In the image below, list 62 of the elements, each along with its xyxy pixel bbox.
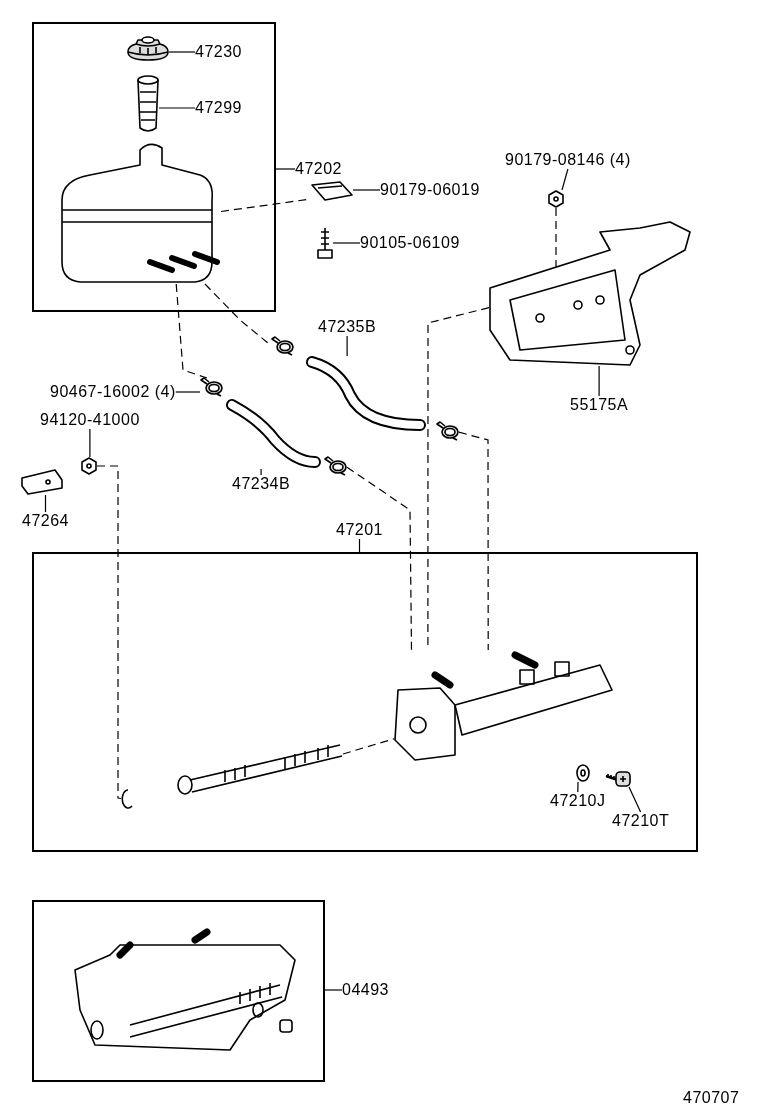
washer-drawing bbox=[576, 764, 590, 782]
leader-line bbox=[598, 365, 600, 397]
hose-clamp-drawing bbox=[324, 457, 347, 474]
leader-line bbox=[332, 242, 361, 244]
hose-clamp-drawing bbox=[271, 337, 294, 354]
assembly-line bbox=[555, 207, 557, 268]
callout-number: 47210J bbox=[550, 792, 606, 810]
hose-clamp-drawing bbox=[200, 378, 223, 395]
master-cylinder-drawing bbox=[394, 650, 613, 761]
callout-number: 55175A bbox=[570, 396, 629, 414]
callout-number: 47299 bbox=[195, 99, 242, 117]
callout-number: 90179-06019 bbox=[380, 181, 480, 199]
leader-line bbox=[44, 494, 47, 513]
pin-drawing bbox=[21, 469, 63, 495]
assembly-line bbox=[175, 283, 208, 379]
callout-number: 47234B bbox=[232, 475, 291, 493]
callout-number: 47202 bbox=[295, 160, 342, 178]
leader-line bbox=[275, 168, 296, 170]
leader-line bbox=[561, 168, 569, 191]
callout-number: 90105-06109 bbox=[360, 234, 460, 252]
leader-line bbox=[260, 468, 262, 476]
assembly-line bbox=[458, 431, 489, 651]
callout-number: 90179-08146 (4) bbox=[505, 151, 631, 169]
hose-drawing bbox=[225, 398, 322, 469]
leader-line bbox=[158, 107, 196, 109]
nut-drawing bbox=[548, 190, 564, 208]
kit-drawing bbox=[74, 930, 296, 1051]
leader-line bbox=[358, 538, 361, 553]
nut-drawing bbox=[81, 457, 97, 475]
snap-ring-drawing bbox=[121, 789, 133, 808]
callout-number: 94120-41000 bbox=[40, 411, 140, 429]
callout-number: 47210T bbox=[612, 812, 670, 830]
callout-number: 47264 bbox=[22, 512, 69, 530]
piston-drawing bbox=[177, 744, 343, 794]
leader-line bbox=[324, 989, 343, 991]
reservoir-cap-drawing bbox=[127, 36, 169, 61]
hose-clamp-drawing bbox=[436, 422, 459, 439]
bolt-drawing bbox=[317, 227, 333, 259]
plug-bolt-drawing bbox=[605, 771, 631, 787]
callout-number: 47230 bbox=[195, 43, 242, 61]
leader-line bbox=[577, 781, 579, 793]
group-frame bbox=[32, 900, 325, 1082]
strainer-drawing bbox=[137, 75, 159, 135]
leader-line bbox=[168, 51, 196, 53]
callout-number: 04493 bbox=[342, 981, 389, 999]
hose-drawing bbox=[305, 356, 427, 432]
callout-number: 47201 bbox=[336, 521, 383, 539]
leader-line bbox=[346, 335, 348, 357]
leader-line bbox=[89, 428, 91, 458]
group-frame bbox=[32, 552, 698, 852]
assembly-line bbox=[96, 465, 122, 800]
bracket-drawing bbox=[489, 220, 691, 366]
assembly-line bbox=[346, 466, 413, 651]
clip-drawing bbox=[311, 181, 353, 201]
leader-line bbox=[628, 786, 642, 813]
assembly-line bbox=[342, 738, 395, 755]
group-frame bbox=[32, 22, 276, 312]
leader-line bbox=[352, 189, 381, 191]
callout-number: 47235B bbox=[318, 318, 377, 336]
drawing-number: 470707 bbox=[683, 1089, 740, 1107]
leader-line bbox=[175, 391, 201, 393]
callout-number: 90467-16002 (4) bbox=[50, 383, 176, 401]
